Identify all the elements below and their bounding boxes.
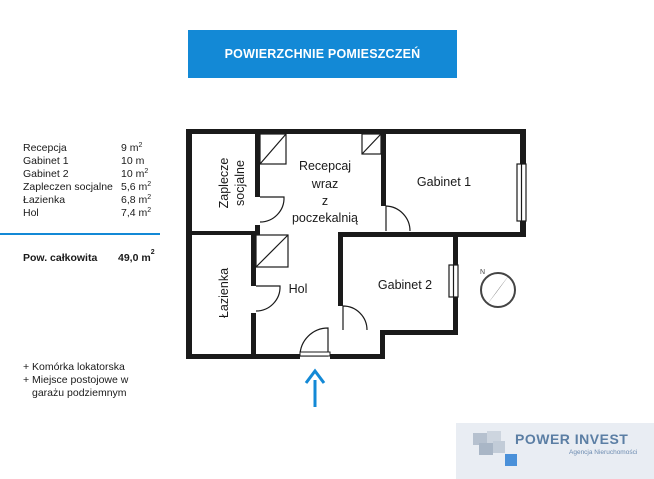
room-labels: Zaplecze socjalne Recepcaj wraz z poczek… [217, 158, 471, 318]
wall-zaplecze-right-b [255, 225, 260, 235]
wall-zaplecze-right-a [255, 134, 260, 197]
wall-gabinet1-bottom [338, 232, 453, 237]
room-label-hol: Hol [289, 282, 308, 296]
room-label-gabinet-1: Gabinet 1 [417, 175, 471, 189]
wall-step-bottom [384, 330, 458, 335]
wall-lazienka-right-a [251, 235, 256, 286]
room-label-zaplecze-1: Zaplecze [217, 158, 231, 209]
area-name: Recepcja [23, 142, 67, 154]
wall-bottom-left [186, 354, 300, 359]
area-value: 10 m [121, 155, 145, 167]
area-name: Gabinet 1 [23, 155, 69, 167]
door-gabinet2 [342, 305, 368, 331]
door-lazienka [255, 285, 281, 312]
area-name: Zapleczen socjalne [23, 181, 113, 193]
area-name: Łazienka [23, 194, 66, 206]
notes: + Komórka lokatorska + Miejsce postojowe… [23, 361, 128, 400]
door-gabinet1 [385, 205, 411, 232]
shaft-1-diagonal [259, 133, 287, 165]
wall-step-vertical [380, 330, 385, 359]
wall-lazienka-right-b [251, 313, 256, 354]
fixtures [255, 133, 527, 357]
room-label-recepcja-4: poczekalnią [292, 211, 358, 225]
logo-tagline: Agencja Nieruchomości [569, 449, 638, 456]
note-item: garażu podziemnym [32, 387, 127, 399]
shaft-2 [361, 133, 382, 155]
wall-zaplecze-lazienka [186, 231, 259, 235]
area-value: 10 m2 [121, 168, 149, 180]
total-label: Pow. całkowita [23, 252, 98, 264]
shaft-2-diagonal [361, 133, 382, 155]
door-zaplecze [259, 196, 285, 223]
room-label-recepcja-3: z [322, 194, 328, 208]
shaft-1 [259, 133, 287, 165]
area-name: Hol [23, 207, 39, 219]
wall-step-top [453, 232, 525, 237]
room-label-zaplecze-2: socjalne [233, 160, 247, 206]
area-name: Gabinet 2 [23, 168, 69, 180]
logo-name: POWER INVEST [515, 431, 629, 447]
shaft-3 [255, 234, 289, 268]
note-item: + Komórka lokatorska [23, 361, 125, 373]
wall-gabinet1-left [381, 134, 386, 206]
room-label-recepcja-1: Recepcaj [299, 159, 351, 173]
compass-icon: N [480, 269, 516, 308]
entrance-arrow-icon [304, 368, 326, 407]
area-value: 9 m2 [121, 142, 143, 154]
room-label-gabinet-2: Gabinet 2 [378, 278, 432, 292]
wall-gabinet2-left [338, 232, 343, 306]
area-value: 5,6 m2 [121, 181, 152, 193]
svg-text:N: N [480, 269, 485, 276]
wall-bottom-right [330, 354, 385, 359]
entrance-threshold [299, 351, 331, 357]
total-value: 49,0 m2 [118, 249, 155, 264]
shaft-3-diagonal [255, 234, 289, 268]
wall-top [186, 129, 525, 134]
logo-cubes-icon [473, 431, 517, 466]
room-label-recepcja-2: wraz [311, 177, 338, 191]
wall-left [186, 129, 192, 359]
area-value: 7,4 m2 [121, 207, 152, 219]
page-title-banner: POWIERZCHNIE POMIESZCZEŃ [188, 30, 457, 78]
area-value: 6,8 m2 [121, 194, 152, 206]
room-label-lazienka: Łazienka [217, 268, 231, 318]
page-title: POWIERZCHNIE POMIESZCZEŃ [224, 47, 421, 61]
divider [0, 233, 160, 235]
note-item: + Miejsce postojowe w [23, 374, 129, 386]
